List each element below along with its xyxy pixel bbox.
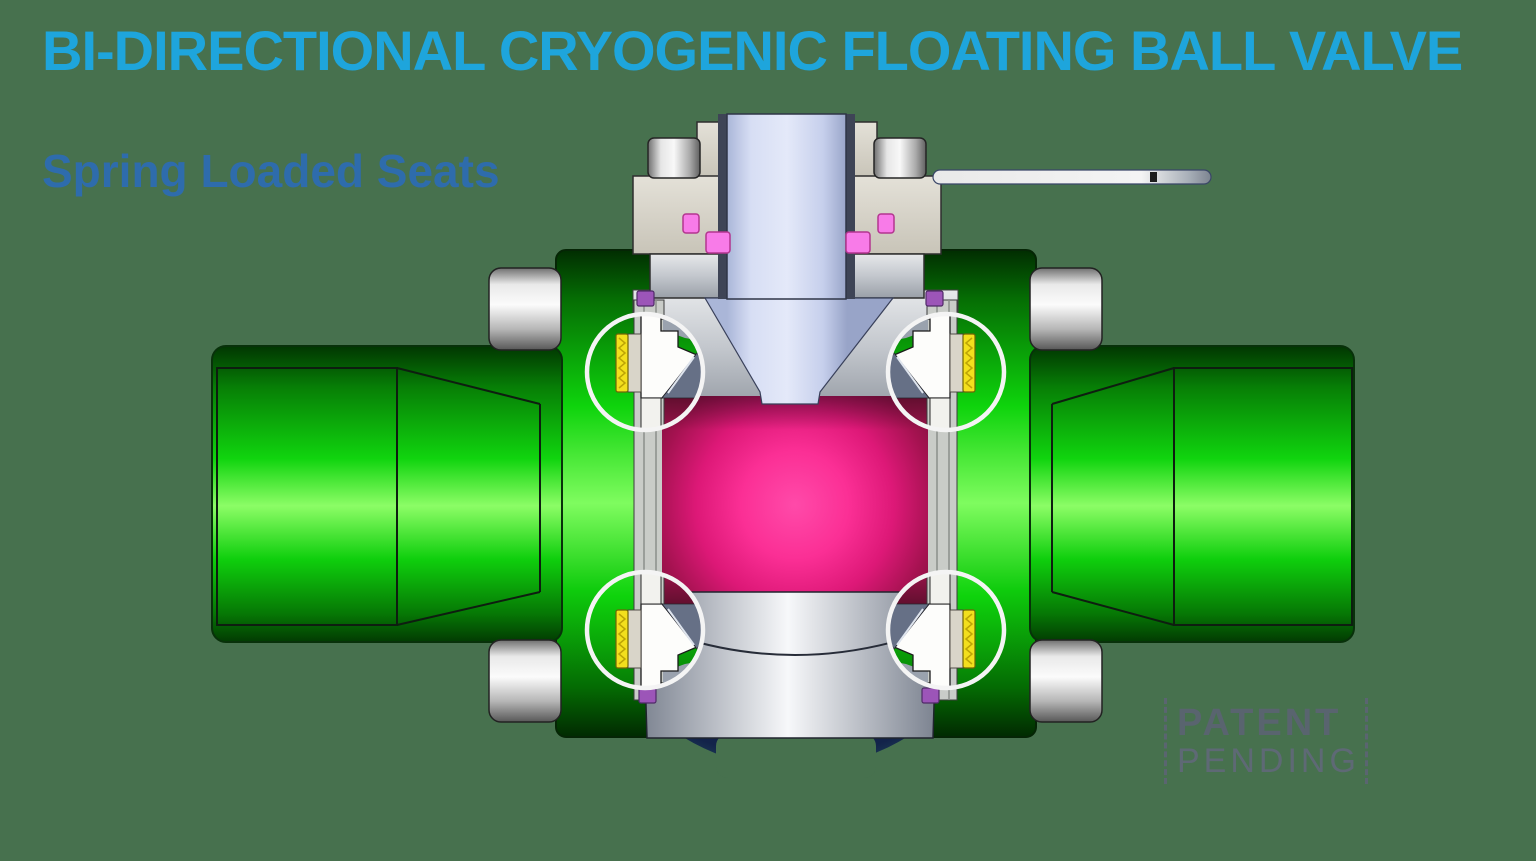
body-bolt-top-right <box>1029 267 1103 351</box>
handle-pin <box>1150 172 1157 182</box>
stem-handle <box>932 169 1212 185</box>
stem-funnel <box>703 297 895 405</box>
body-bolts <box>488 267 1103 723</box>
body-bolt-bottom-left <box>488 639 562 723</box>
stem-packing-seals <box>682 213 895 254</box>
seat-highlight-circles <box>584 311 1007 691</box>
seat-seal-purple <box>636 290 944 704</box>
pending-text: PENDING <box>1177 742 1360 780</box>
stem <box>703 113 895 405</box>
left-pipe-end <box>211 345 563 643</box>
seat-highlight-circle-bottom-right <box>885 569 1007 691</box>
patent-pending-watermark: PATENT PENDING <box>1164 698 1368 784</box>
page-title: BI-DIRECTIONAL CRYOGENIC FLOATING BALL V… <box>42 19 1463 82</box>
body-bolt-bottom-right <box>1029 639 1103 723</box>
bonnet-bolt-right <box>873 137 927 179</box>
seat-highlight-circle-bottom-left <box>584 569 706 691</box>
body-bolt-top-left <box>488 267 562 351</box>
ball <box>662 396 928 592</box>
patent-text: PATENT <box>1177 702 1342 744</box>
seat-highlight-circle-top-right <box>885 311 1007 433</box>
page-subtitle: Spring Loaded Seats <box>42 145 500 197</box>
seat-highlight-circle-top-left <box>584 311 706 433</box>
bonnet-bolt-left <box>647 137 701 179</box>
right-pipe-end <box>1029 345 1355 643</box>
